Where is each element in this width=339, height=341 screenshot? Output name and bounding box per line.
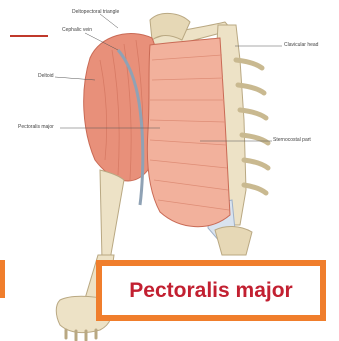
title-box: Pectoralis major [96,260,326,321]
red-accent-line [10,35,48,37]
humerus [100,170,124,260]
diagram-title: Pectoralis major [129,279,292,303]
label-pectoralis-major: Pectoralis major [18,125,54,130]
orange-accent-bar [0,260,5,298]
label-cephalic-vein: Cephalic vein [62,28,92,33]
pelvis [215,226,252,255]
pectoralis-major-muscle [147,38,230,227]
label-deltoid: Deltoid [38,74,54,79]
scapula [150,13,190,40]
label-deltopectoral-triangle: Deltopectoral triangle [72,10,119,15]
leader-deltopectoral [100,14,118,28]
label-clavicular-head: Clavicular head [284,43,318,48]
label-sternocostal-part: Sternocostal part [273,138,311,143]
